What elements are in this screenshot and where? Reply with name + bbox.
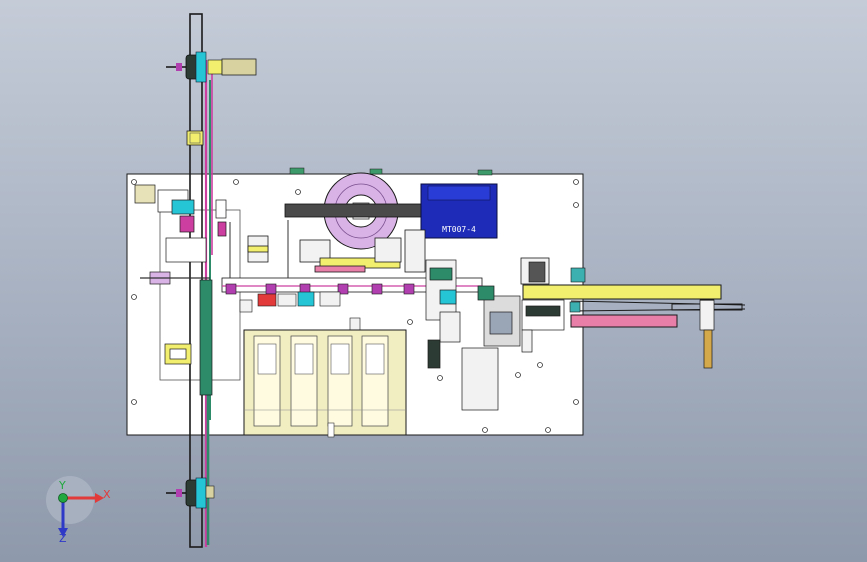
triad-x-label: X [103, 488, 111, 501]
triad-y-label: Y [59, 479, 66, 492]
crossbar [284, 203, 431, 218]
bottom-pulley [166, 477, 215, 509]
top-fitting [186, 130, 204, 146]
top-pulley [166, 51, 257, 83]
coordinate-triad [46, 476, 104, 537]
triad-z-label: Z [59, 532, 67, 545]
mounting-holes [131, 179, 579, 433]
arm-end-pulley [671, 299, 743, 369]
motor-label: MT007-4 [442, 225, 476, 234]
right-mechanism [425, 259, 565, 411]
motor: MT007-4 [420, 183, 498, 239]
top-lugs [289, 167, 493, 176]
fixture-blocks [239, 291, 361, 331]
right-arm [520, 257, 746, 328]
left-mechanism [134, 184, 227, 396]
cartridge-tray [243, 329, 407, 438]
